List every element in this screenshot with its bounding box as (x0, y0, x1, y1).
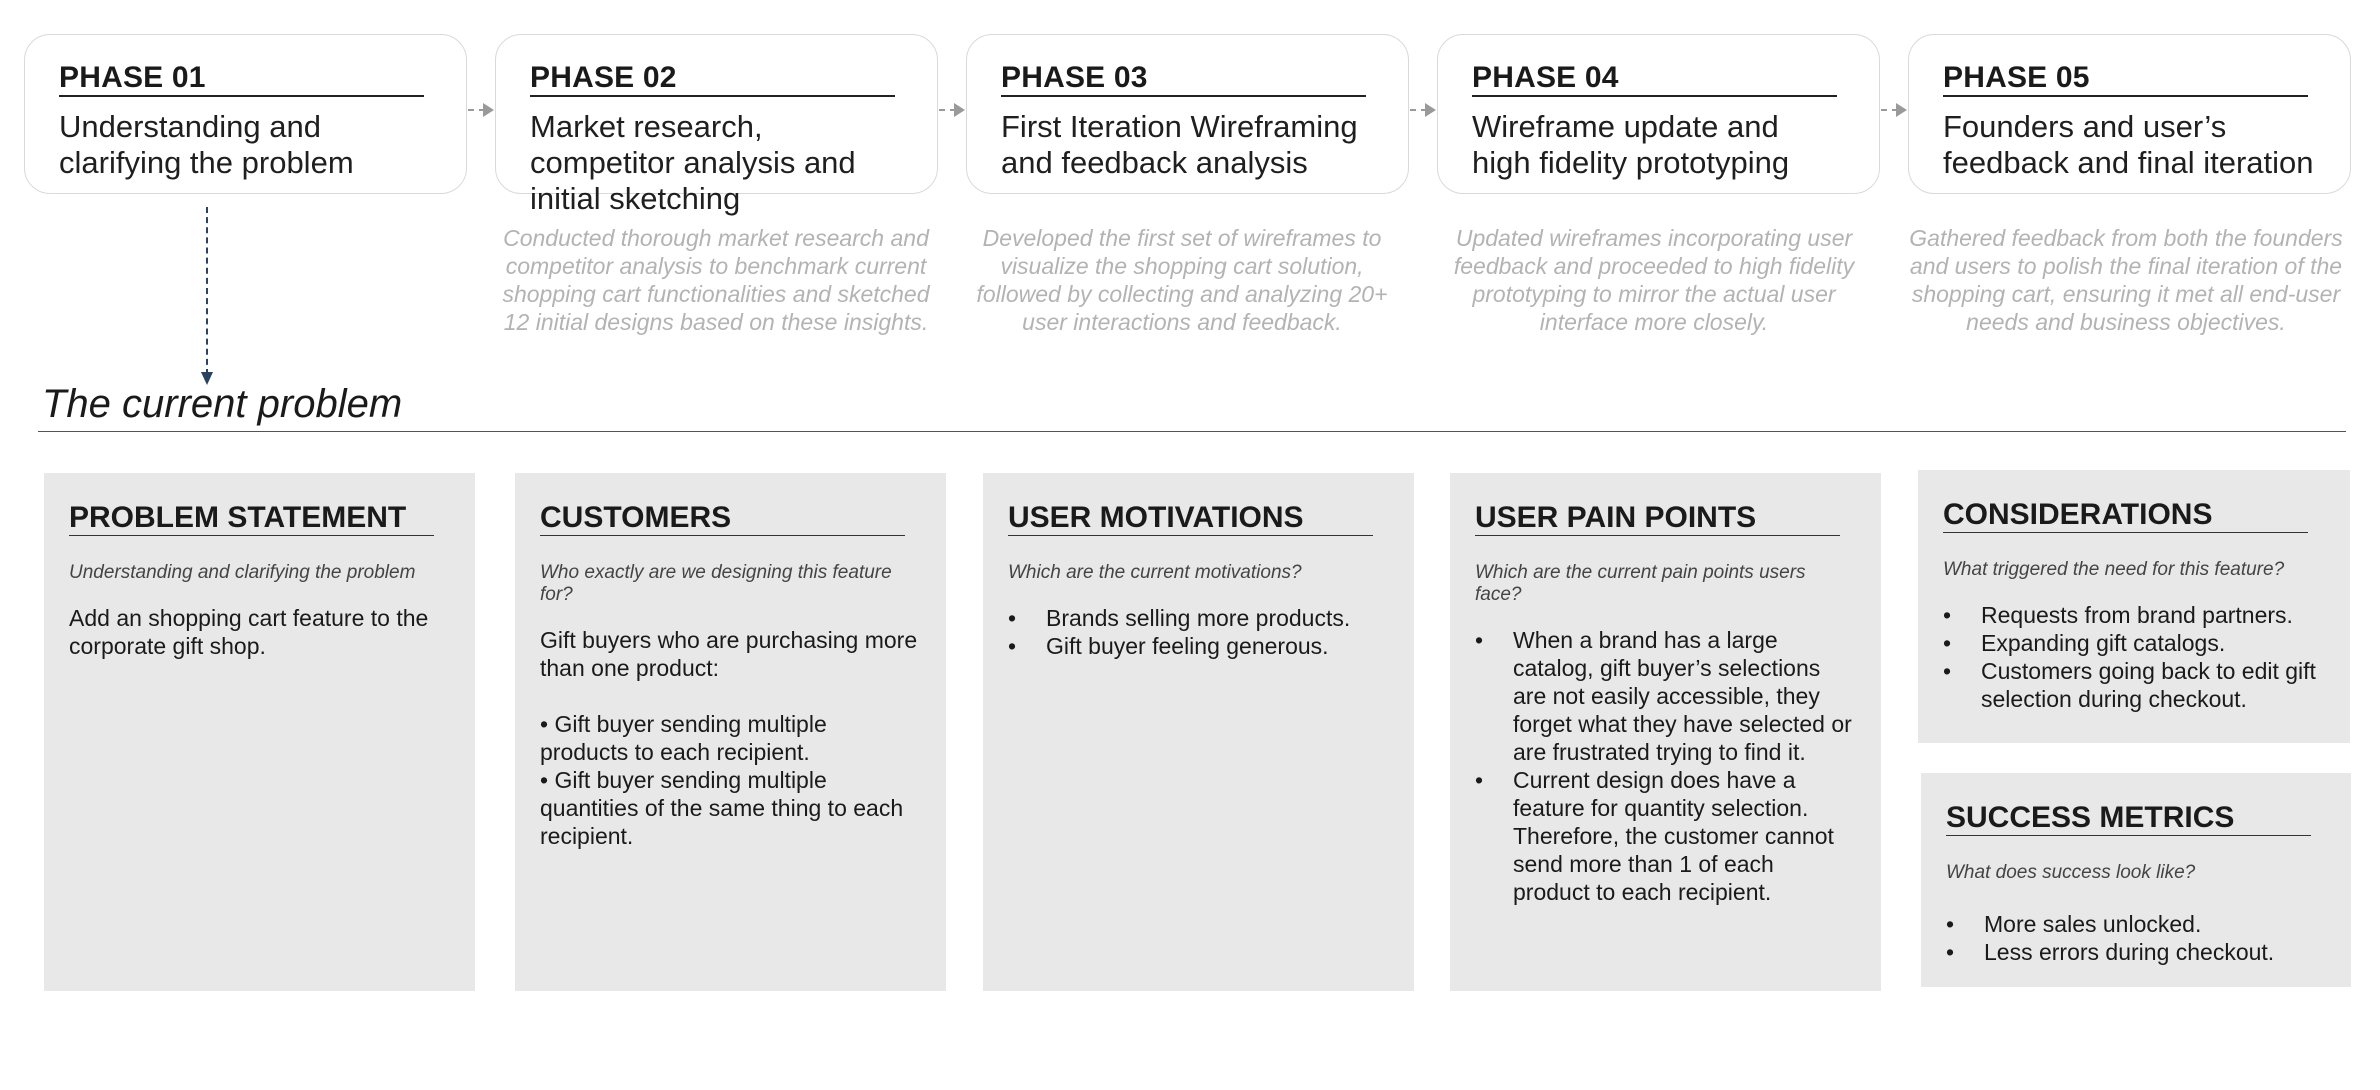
card-subtitle: What triggered the need for this feature… (1943, 559, 2285, 580)
phase-description: Wireframe update and high fidelity proto… (1472, 109, 1790, 180)
list-item: Less errors during checkout. (1946, 938, 2326, 966)
phase-box-2: PHASE 02 Market research, competitor ana… (495, 34, 938, 216)
phase-title: PHASE 01 (59, 61, 424, 97)
card-title: PROBLEM STATEMENT (69, 501, 434, 536)
phase-note: Conducted thorough market research and c… (502, 225, 930, 335)
list-item: Brands selling more products. (1008, 604, 1389, 632)
down-arrow-line (206, 207, 208, 375)
bullet-list: Brands selling more products. Gift buyer… (1008, 604, 1389, 660)
list-item: More sales unlocked. (1946, 910, 2326, 938)
phase-box-4: PHASE 04 Wireframe update and high fidel… (1437, 34, 1880, 194)
phase-title: PHASE 05 (1943, 61, 2308, 97)
phase-box-5: PHASE 05 Founders and user’s feedback an… (1908, 34, 2351, 194)
phase-note: Updated wireframes incorporating user fe… (1453, 225, 1855, 335)
list-item: Customers going back to edit gift select… (1943, 657, 2325, 713)
phase-note: Developed the first set of wireframes to… (976, 225, 1388, 335)
list-item: Expanding gift catalogs. (1943, 629, 2325, 657)
card-title: CUSTOMERS (540, 501, 905, 536)
bullet-list: More sales unlocked. Less errors during … (1946, 910, 2326, 966)
user-motivations-card: USER MOTIVATIONS Which are the current m… (983, 473, 1414, 991)
card-text: Add an shopping cart feature to the corp… (69, 605, 429, 659)
card-subtitle: Who exactly are we designing this featur… (540, 562, 892, 605)
customers-card: CUSTOMERS Who exactly are we designing t… (515, 473, 946, 991)
card-body: Gift buyers who are purchasing more than… (540, 626, 921, 850)
card-title: USER PAIN POINTS (1475, 501, 1840, 536)
card-title: USER MOTIVATIONS (1008, 501, 1373, 536)
card-body: Add an shopping cart feature to the corp… (69, 604, 450, 660)
card-text: Gift buyers who are purchasing more than… (540, 627, 918, 849)
card-title: CONSIDERATIONS (1943, 498, 2308, 533)
phase-box-3: PHASE 03 First Iteration Wireframing and… (966, 34, 1409, 194)
down-arrow-icon (201, 372, 213, 385)
problem-statement-card: PROBLEM STATEMENT Understanding and clar… (44, 473, 475, 991)
phase-box-1: PHASE 01 Understanding and clarifying th… (24, 34, 467, 194)
success-metrics-card: SUCCESS METRICS What does success look l… (1921, 773, 2351, 987)
list-item: Current design does have a feature for q… (1475, 766, 1856, 906)
bullet-list: Requests from brand partners. Expanding … (1943, 601, 2325, 713)
list-item: When a brand has a large catalog, gift b… (1475, 626, 1856, 766)
section-title: The current problem (42, 382, 403, 426)
phase-description: Understanding and clarifying the problem (59, 109, 354, 180)
phase-title: PHASE 03 (1001, 61, 1366, 97)
phase-description: First Iteration Wireframing and feedback… (1001, 109, 1358, 180)
card-subtitle: Understanding and clarifying the problem (69, 562, 416, 583)
phase-note: Gathered feedback from both the founders… (1909, 225, 2343, 335)
card-subtitle: Which are the current pain points users … (1475, 562, 1806, 605)
phase-description: Market research, competitor analysis and… (530, 109, 856, 216)
list-item: Requests from brand partners. (1943, 601, 2325, 629)
phase-description: Founders and user’s feedback and final i… (1943, 109, 2314, 180)
considerations-card: CONSIDERATIONS What triggered the need f… (1918, 470, 2350, 743)
user-pain-points-card: USER PAIN POINTS Which are the current p… (1450, 473, 1881, 991)
list-item: Gift buyer feeling generous. (1008, 632, 1389, 660)
phase-title: PHASE 04 (1472, 61, 1837, 97)
section-divider (38, 431, 2346, 432)
card-title: SUCCESS METRICS (1946, 801, 2311, 836)
card-subtitle: What does success look like? (1946, 862, 2196, 883)
phase-title: PHASE 02 (530, 61, 895, 97)
card-subtitle: Which are the current motivations? (1008, 562, 1302, 583)
bullet-list: When a brand has a large catalog, gift b… (1475, 626, 1856, 906)
